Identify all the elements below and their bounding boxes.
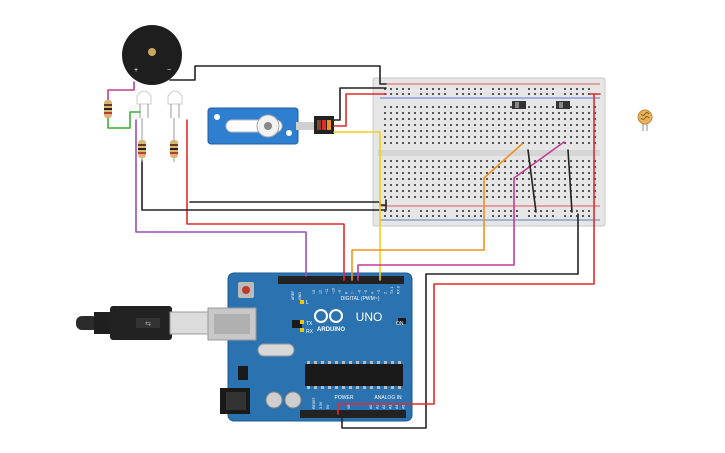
wire-switch1-black[interactable]: [527, 149, 537, 213]
digital-pin-label: 2: [384, 292, 388, 294]
rx-label: RX: [306, 329, 314, 335]
buzzer-plus-label: +: [134, 67, 138, 74]
on-label: ON: [396, 321, 404, 327]
digital-pin-label: ~3: [377, 290, 381, 294]
wire-buzzer-gnd[interactable]: [169, 65, 387, 85]
analog-pin-label: A3: [389, 405, 393, 409]
reset-pin-label: RESET: [312, 396, 316, 409]
wire-servo-gnd[interactable]: [333, 87, 387, 121]
vin-label: VIN: [347, 403, 351, 409]
piezo-buzzer[interactable]: [122, 25, 182, 85]
arduino-model: UNO: [356, 310, 383, 324]
usb-icon: ⇆: [145, 321, 151, 328]
digital-pin-label: 8: [345, 292, 349, 294]
power-label: POWER: [335, 395, 354, 401]
digital-pin-label: ~9: [338, 290, 342, 294]
v33-label: 3.3V: [319, 401, 323, 409]
arduino-logo: [314, 309, 343, 323]
analog-pin-label: A5: [402, 405, 406, 409]
analog-pin-label: A0: [369, 405, 373, 409]
usb-port: [207, 307, 257, 341]
slide-switch-2[interactable]: [556, 101, 570, 109]
slide-switch-1[interactable]: [512, 101, 526, 109]
wire-led1-purple[interactable]: [135, 119, 307, 277]
wire-servo-power[interactable]: [333, 93, 387, 127]
tx-label: TX: [306, 321, 313, 327]
digital-pin-label: ~6: [358, 290, 362, 294]
servo-motor[interactable]: [207, 107, 334, 145]
aref-label: AREF: [291, 291, 295, 300]
digital-pin-label: RX 0: [397, 286, 401, 294]
breadboard[interactable]: [372, 77, 606, 227]
digital-pin-label: ~5: [364, 290, 368, 294]
wire-orange-switch[interactable]: [351, 143, 523, 281]
led-2[interactable]: [167, 90, 183, 118]
digital-pin-label: 12: [319, 290, 323, 294]
digital-pin-label: TX 1: [390, 287, 394, 294]
power-jack: [220, 388, 250, 414]
resistor-2[interactable]: [138, 140, 146, 158]
wire-servo-signal[interactable]: [333, 131, 381, 281]
l-label: L: [306, 300, 309, 306]
wire-resistor-led-green[interactable]: [107, 111, 141, 129]
reset-button[interactable]: [242, 286, 250, 294]
usb-cable-plug[interactable]: ⇆: [76, 306, 209, 340]
wire-gnd-breadboard[interactable]: [189, 201, 387, 206]
digital-pin-label: ~10: [332, 288, 336, 294]
wire-switch2-black[interactable]: [567, 149, 573, 213]
resistor-3[interactable]: [170, 140, 178, 158]
analog-pin-label: A2: [382, 405, 386, 409]
wire-gnd-return[interactable]: [341, 213, 579, 429]
wire-buzzer-signal[interactable]: [107, 81, 135, 101]
analog-pin-label: A4: [395, 405, 399, 409]
digital-pin-label: 4: [371, 292, 375, 294]
photoresistor[interactable]: [637, 109, 653, 131]
arduino-brand: ARDUINO: [317, 327, 345, 333]
buzzer-minus-label: −: [167, 67, 171, 74]
led-1[interactable]: [136, 90, 152, 118]
digital-pin-label: 7: [351, 292, 355, 294]
digital-pin-label: ~11: [325, 288, 329, 294]
v5-label: 5V: [326, 404, 330, 409]
wire-led2-red[interactable]: [186, 119, 345, 281]
analog-pin-label: A1: [376, 405, 380, 409]
arduino-uno-board[interactable]: [227, 272, 413, 422]
analog-label: ANALOG IN: [374, 395, 402, 401]
gnd-label: GND: [298, 292, 302, 300]
digital-pin-label: 13: [312, 290, 316, 294]
digital-label: DIGITAL (PWM~): [341, 296, 380, 302]
resistor-1[interactable]: [104, 100, 112, 118]
